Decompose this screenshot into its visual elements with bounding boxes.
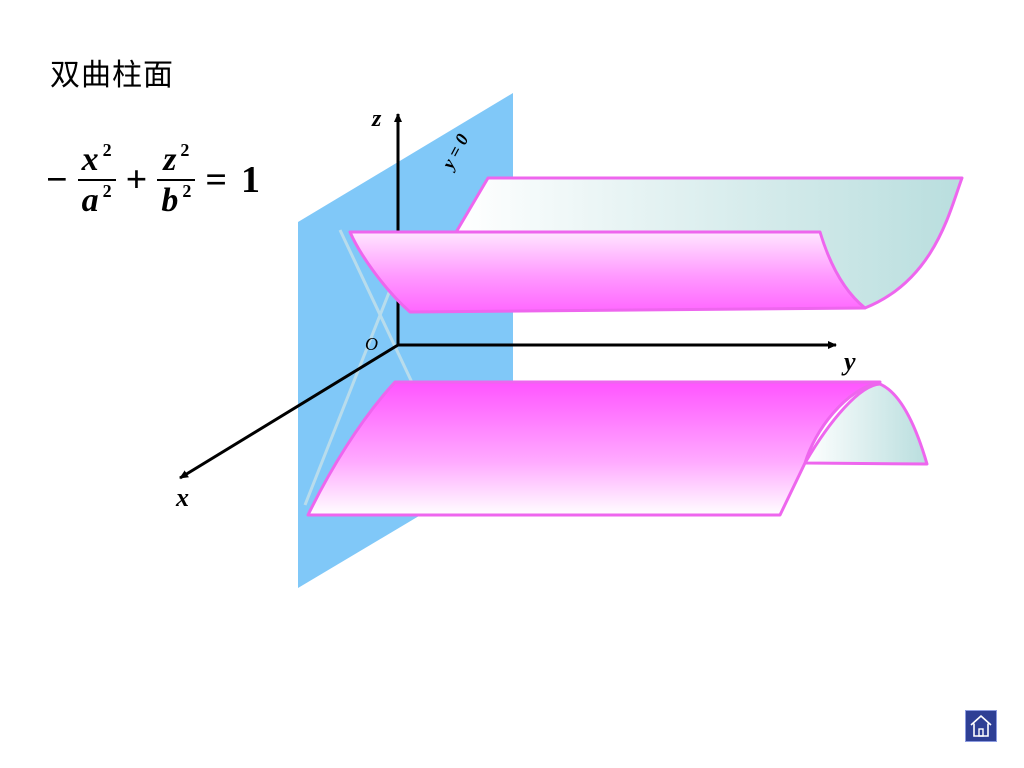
- slide-title: 双曲柱面: [50, 58, 174, 93]
- numerator-x-var: x: [81, 141, 99, 178]
- plus-sign: +: [125, 159, 148, 202]
- fraction-bar: [157, 179, 196, 182]
- asymptote-line: [338, 229, 427, 411]
- numerator-z-exponent: 2: [180, 140, 190, 160]
- home-button[interactable]: [965, 710, 997, 742]
- numerator-x-exponent: 2: [102, 140, 112, 160]
- x-axis: [179, 343, 399, 480]
- minus-sign: −: [46, 159, 68, 202]
- asymptote-line: [303, 289, 392, 506]
- denominator-b-exponent: 2: [182, 181, 192, 202]
- lower-sheet-back-surface: [803, 382, 929, 466]
- numerator-z-var: z: [163, 141, 177, 178]
- lower-sheet-front-surface: [306, 380, 882, 517]
- denominator-b-var: b: [161, 182, 179, 220]
- equals-sign: =: [205, 159, 227, 202]
- equation-rhs: 1: [240, 159, 260, 202]
- fraction-bar: [77, 179, 116, 182]
- home-icon: [970, 715, 992, 737]
- x-axis-label: x: [175, 483, 189, 512]
- origin-label: O: [365, 334, 378, 354]
- z-axis-label: z: [371, 106, 382, 132]
- upper-sheet-front-surface: [348, 230, 867, 314]
- y-axis-label: y: [841, 347, 856, 376]
- denominator-a-var: a: [81, 182, 99, 220]
- denominator-a-exponent: 2: [102, 181, 112, 202]
